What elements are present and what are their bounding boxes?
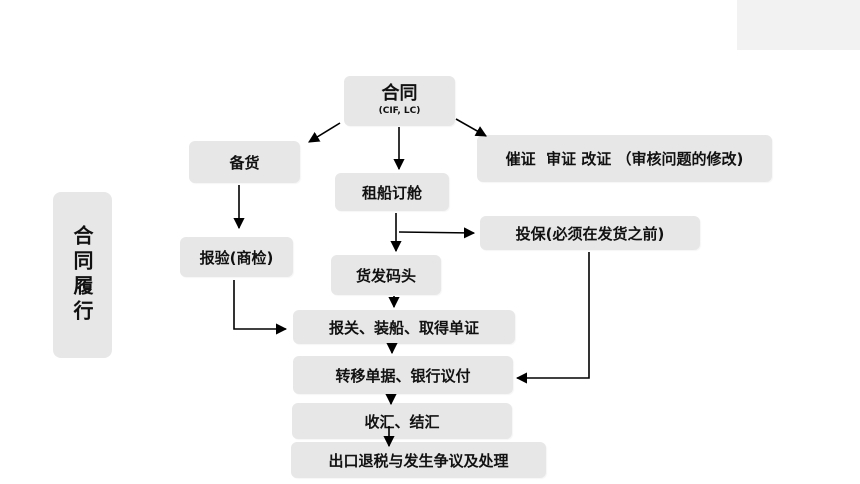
node-customs: 报关、装船、取得单证 [293,310,515,344]
node-tax-refund: 出口退税与发生争议及处理 [291,442,546,478]
node-inspection: 报验(商检) [180,237,293,277]
node-transfer-docs: 转移单据、银行议付 [293,356,513,394]
node-tax-refund-label: 出口退税与发生争议及处理 [328,451,509,470]
node-transfer-docs-label: 转移单据、银行议付 [335,366,471,385]
node-prepare-goods-label: 备货 [229,153,260,172]
node-collection: 收汇、结汇 [292,403,512,439]
node-insurance: 投保(必须在发货之前) [480,216,700,250]
node-dock: 货发码头 [331,255,441,295]
node-urge-cert-label: 催证 审证 改证 （审核问题的修改) [505,150,744,168]
side-title: 合同履行 [53,192,112,358]
node-contract-label: 合同 [381,83,418,105]
arrow-insurance-to-transfer [515,252,590,384]
node-insurance-label: 投保(必须在发货之前) [515,224,665,243]
node-customs-label: 报关、装船、取得单证 [328,318,479,337]
arrow-inspection-to-customs [233,280,288,335]
corner-decoration [737,0,860,50]
node-collection-label: 收汇、结汇 [364,412,440,431]
node-inspection-label: 报验(商检) [199,248,274,267]
node-contract-sub: (CIF, LC) [378,106,421,117]
side-title-text: 合同履行 [70,225,94,325]
arrow-contract-to-urge [455,118,487,137]
node-book-ship: 租船订舱 [335,173,449,211]
node-urge-cert: 催证 审证 改证 （审核问题的修改) [477,135,772,182]
node-dock-label: 货发码头 [355,266,416,285]
node-book-ship-label: 租船订舱 [361,183,422,202]
node-contract: 合同 (CIF, LC) [344,76,455,126]
arrow-book-to-insurance [398,227,476,239]
arrow-contract-to-prepare [308,122,341,143]
node-prepare-goods: 备货 [189,141,300,183]
